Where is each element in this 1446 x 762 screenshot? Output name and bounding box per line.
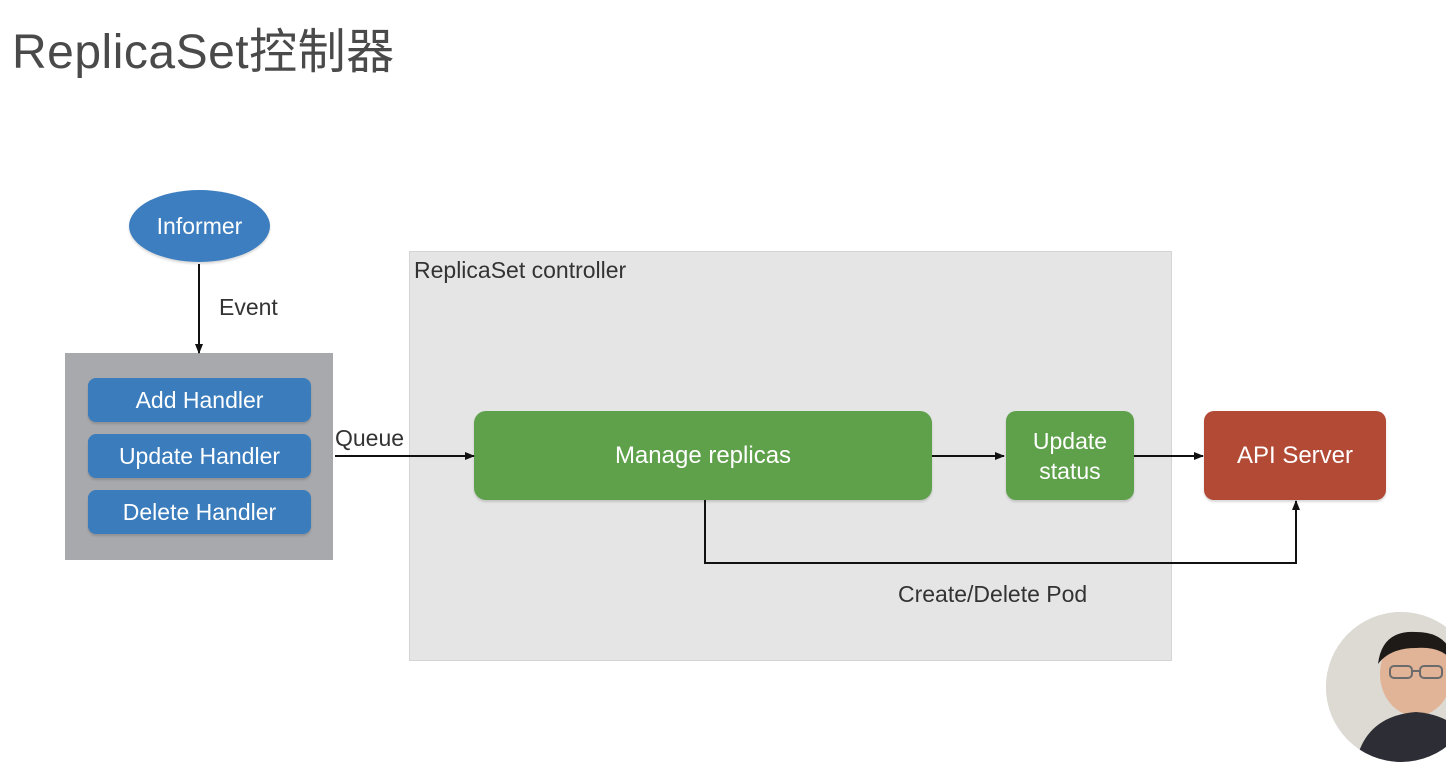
- create-delete-pod-label: Create/Delete Pod: [898, 581, 1088, 607]
- page-title: ReplicaSet控制器: [12, 26, 395, 79]
- connector-arrows: [195, 264, 1300, 564]
- controller-label: ReplicaSet controller: [414, 257, 627, 283]
- update-status-line-1: Update: [1032, 427, 1108, 454]
- event-label: Event: [219, 294, 278, 320]
- replicaset-diagram: ReplicaSet controller Informer Event Add…: [65, 190, 1446, 762]
- update-status-node: Update status: [1006, 411, 1134, 500]
- create-delete-pod-arrow: [704, 500, 1300, 564]
- add-handler-node: Add Handler: [88, 378, 311, 422]
- informer-node: Informer: [129, 190, 270, 262]
- manage-replicas-node: Manage replicas: [474, 411, 932, 500]
- update-handler-node: Update Handler: [88, 434, 311, 478]
- update-status-line-2: status: [1039, 457, 1101, 484]
- delete-handler-node: Delete Handler: [88, 490, 311, 534]
- api-server-node: API Server: [1204, 411, 1386, 500]
- queue-label: Queue: [335, 425, 405, 451]
